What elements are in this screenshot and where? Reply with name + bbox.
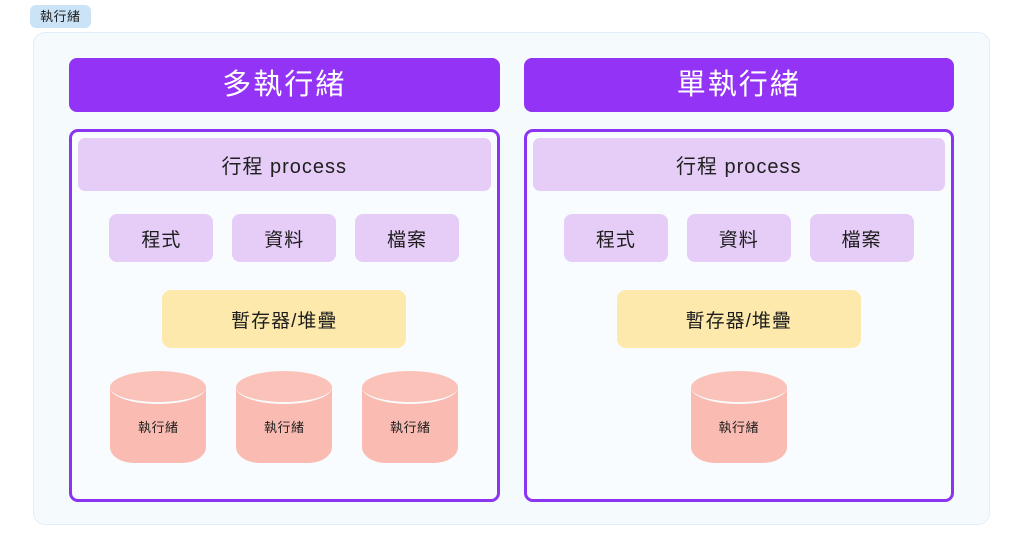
resource-chips-singlethread: 程式 資料 檔案 bbox=[533, 214, 946, 262]
regstack-row-singlethread: 暫存器/堆疊 bbox=[533, 290, 946, 348]
process-title-multithread: 行程 process bbox=[78, 138, 491, 191]
column-multithread: 多執行緒 行程 process 程式 資料 檔案 暫存器/堆疊 執行 bbox=[69, 58, 500, 502]
column-header-singlethread: 單執行緒 bbox=[523, 58, 954, 112]
process-title-singlethread: 行程 process bbox=[532, 138, 945, 191]
thread-label-3: 執行緒 bbox=[389, 420, 431, 435]
cylinder-top-icon bbox=[690, 371, 787, 404]
threads-singlethread: 執行緒 bbox=[533, 371, 946, 463]
cylinder-bottom-icon bbox=[690, 431, 787, 463]
thread-cylinder-single: 執行緒 bbox=[690, 371, 787, 463]
process-box-singlethread: 行程 process 程式 資料 檔案 暫存器/堆疊 執行緒 bbox=[523, 129, 954, 502]
column-singlethread: 單執行緒 行程 process 程式 資料 檔案 暫存器/堆疊 執行 bbox=[523, 58, 954, 502]
thread-label-single: 執行緒 bbox=[718, 420, 759, 435]
cylinder-bottom-icon bbox=[236, 431, 333, 463]
threads-multithread: 執行緒 執行緒 執行緒 bbox=[78, 371, 491, 463]
chip-files-singlethread: 檔案 bbox=[809, 214, 914, 262]
chip-files-multithread: 檔案 bbox=[355, 214, 460, 262]
diagram-canvas: 多執行緒 行程 process 程式 資料 檔案 暫存器/堆疊 執行 bbox=[33, 32, 990, 525]
cylinder-top-icon bbox=[110, 371, 207, 404]
diagram-columns: 多執行緒 行程 process 程式 資料 檔案 暫存器/堆疊 執行 bbox=[34, 33, 989, 524]
thread-cylinder-3: 執行緒 bbox=[362, 371, 459, 463]
column-header-multithread: 多執行緒 bbox=[69, 58, 500, 112]
diagram-tag: 執行緒 bbox=[30, 5, 91, 28]
thread-cylinder-1: 執行緒 bbox=[110, 371, 207, 463]
chip-program-multithread: 程式 bbox=[109, 214, 214, 262]
thread-label-2: 執行緒 bbox=[263, 420, 305, 435]
thread-label-1: 執行緒 bbox=[137, 420, 179, 435]
chip-program-singlethread: 程式 bbox=[563, 214, 668, 262]
cylinder-bottom-icon bbox=[110, 431, 207, 463]
cylinder-bottom-icon bbox=[362, 431, 459, 463]
cylinder-top-icon bbox=[362, 371, 459, 404]
process-box-multithread: 行程 process 程式 資料 檔案 暫存器/堆疊 執行緒 bbox=[69, 129, 500, 502]
chip-data-singlethread: 資料 bbox=[686, 214, 791, 262]
regstack-row-multithread: 暫存器/堆疊 bbox=[78, 290, 491, 348]
cylinder-top-icon bbox=[236, 371, 333, 404]
thread-cylinder-2: 執行緒 bbox=[236, 371, 333, 463]
regstack-box-singlethread: 暫存器/堆疊 bbox=[616, 290, 861, 348]
chip-data-multithread: 資料 bbox=[232, 214, 337, 262]
diagram-tag-row: 執行緒 bbox=[30, 5, 91, 28]
regstack-box-multithread: 暫存器/堆疊 bbox=[162, 290, 407, 348]
resource-chips-multithread: 程式 資料 檔案 bbox=[78, 214, 491, 262]
